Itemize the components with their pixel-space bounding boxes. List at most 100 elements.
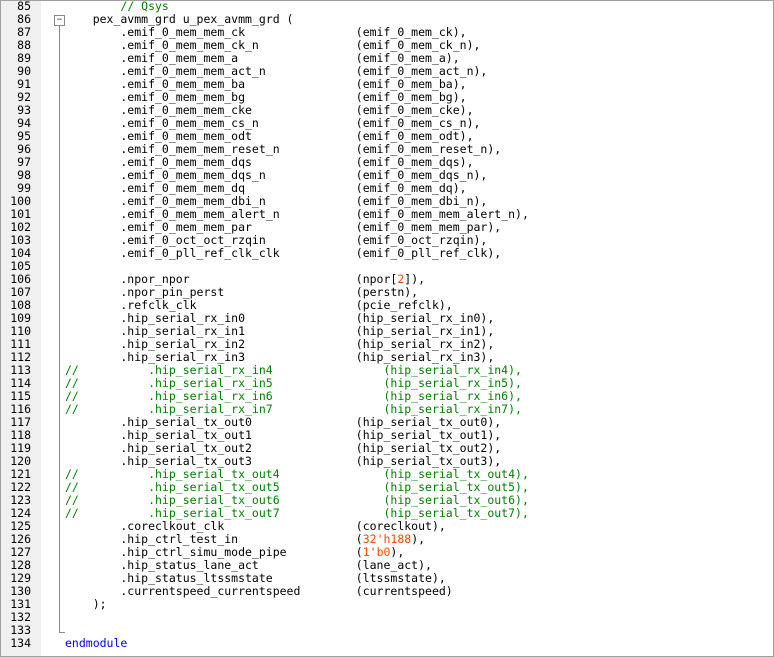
line-code[interactable]: .emif_0_mem_mem_ck_n (emif_0_mem_ck_n), [65,39,480,52]
fold-collapse-icon[interactable]: − [54,15,65,26]
line-code[interactable]: // .hip_serial_tx_out7 (hip_serial_tx_ou… [65,507,529,520]
code-line[interactable]: 107 .npor_pin_perst (perstn), [1,286,773,299]
code-line[interactable]: 119 .hip_serial_tx_out2 (hip_serial_tx_o… [1,442,773,455]
code-line[interactable]: 117 .hip_serial_tx_out0 (hip_serial_tx_o… [1,416,773,429]
code-line[interactable]: 109 .hip_serial_rx_in0 (hip_serial_rx_in… [1,312,773,325]
code-line[interactable]: 122// .hip_serial_tx_out5 (hip_serial_tx… [1,481,773,494]
code-line[interactable]: 125 .coreclkout_clk (coreclkout), [1,520,773,533]
line-code[interactable]: .emif_0_mem_mem_reset_n (emif_0_mem_rese… [65,143,501,156]
line-code[interactable]: .hip_serial_rx_in3 (hip_serial_rx_in3), [65,351,494,364]
code-line[interactable]: 121// .hip_serial_tx_out4 (hip_serial_tx… [1,468,773,481]
line-code[interactable]: .npor_pin_perst (perstn), [65,286,418,299]
code-line[interactable]: 88 .emif_0_mem_mem_ck_n (emif_0_mem_ck_n… [1,39,773,52]
line-code[interactable]: // .hip_serial_rx_in5 (hip_serial_rx_in5… [65,377,522,390]
line-code[interactable]: endmodule [65,637,127,650]
line-code[interactable]: .emif_0_mem_mem_dbi_n (emif_0_mem_dbi_n)… [65,195,487,208]
code-line[interactable]: 95 .emif_0_mem_mem_odt (emif_0_mem_odt), [1,130,773,143]
code-line[interactable]: 108 .refclk_clk (pcie_refclk), [1,299,773,312]
code-line[interactable]: 99 .emif_0_mem_mem_dq (emif_0_mem_dq), [1,182,773,195]
code-line[interactable]: 85 // Qsys [1,1,773,13]
line-code[interactable]: // .hip_serial_tx_out5 (hip_serial_tx_ou… [65,481,529,494]
line-code[interactable]: .emif_0_pll_ref_clk_clk (emif_0_pll_ref_… [65,247,501,260]
code-line[interactable]: 118 .hip_serial_tx_out1 (hip_serial_tx_o… [1,429,773,442]
code-line[interactable]: 89 .emif_0_mem_mem_a (emif_0_mem_a), [1,52,773,65]
line-code[interactable]: .emif_0_mem_mem_cs_n (emif_0_mem_cs_n), [65,117,480,130]
line-code[interactable]: .hip_status_ltssmstate (ltssmstate), [65,572,445,585]
line-code[interactable]: // .hip_serial_tx_out4 (hip_serial_tx_ou… [65,468,529,481]
line-code[interactable]: .emif_0_mem_mem_dqs (emif_0_mem_dqs), [65,156,473,169]
code-line[interactable]: 105 [1,260,773,273]
line-code[interactable]: .emif_0_mem_mem_odt (emif_0_mem_odt), [65,130,473,143]
line-code[interactable]: .emif_0_mem_mem_dq (emif_0_mem_dq), [65,182,466,195]
code-line[interactable]: 104 .emif_0_pll_ref_clk_clk (emif_0_pll_… [1,247,773,260]
line-code[interactable]: .hip_ctrl_simu_mode_pipe (1'b0), [65,546,404,559]
code-line[interactable]: 96 .emif_0_mem_mem_reset_n (emif_0_mem_r… [1,143,773,156]
line-code[interactable]: .coreclkout_clk (coreclkout), [65,520,445,533]
line-code[interactable]: .refclk_clk (pcie_refclk), [65,299,452,312]
code-line[interactable]: 120 .hip_serial_tx_out3 (hip_serial_tx_o… [1,455,773,468]
line-code[interactable]: // .hip_serial_rx_in7 (hip_serial_rx_in7… [65,403,522,416]
line-code[interactable]: .hip_serial_tx_out1 (hip_serial_tx_out1)… [65,429,501,442]
code-line[interactable]: 114// .hip_serial_rx_in5 (hip_serial_rx_… [1,377,773,390]
line-code[interactable]: // Qsys [65,1,168,13]
code-line[interactable]: 130 .currentspeed_currentspeed (currents… [1,585,773,598]
line-code[interactable]: .emif_0_mem_mem_cke (emif_0_mem_cke), [65,104,473,117]
code-line[interactable]: 87 .emif_0_mem_mem_ck (emif_0_mem_ck), [1,26,773,39]
code-line[interactable]: 90 .emif_0_mem_mem_act_n (emif_0_mem_act… [1,65,773,78]
code-line[interactable]: 102 .emif_0_mem_mem_par (emif_0_mem_mem_… [1,221,773,234]
code-line[interactable]: 98 .emif_0_mem_mem_dqs_n (emif_0_mem_dqs… [1,169,773,182]
line-code[interactable]: .emif_0_mem_mem_ba (emif_0_mem_ba), [65,78,466,91]
line-code[interactable]: .hip_serial_rx_in2 (hip_serial_rx_in2), [65,338,494,351]
code-line[interactable]: 86 pex_avmm_grd u_pex_avmm_grd ( [1,13,773,26]
code-line[interactable]: 92 .emif_0_mem_mem_bg (emif_0_mem_bg), [1,91,773,104]
line-code[interactable]: .emif_0_mem_mem_alert_n (emif_0_mem_mem_… [65,208,529,221]
code-line[interactable]: 93 .emif_0_mem_mem_cke (emif_0_mem_cke), [1,104,773,117]
code-line[interactable]: 127 .hip_ctrl_simu_mode_pipe (1'b0), [1,546,773,559]
code-line[interactable]: 106 .npor_npor (npor[2]), [1,273,773,286]
line-code[interactable]: .emif_0_mem_mem_ck (emif_0_mem_ck), [65,26,466,39]
code-line[interactable]: 116// .hip_serial_rx_in7 (hip_serial_rx_… [1,403,773,416]
code-line[interactable]: 101 .emif_0_mem_mem_alert_n (emif_0_mem_… [1,208,773,221]
code-line[interactable]: 132 [1,611,773,624]
line-code[interactable]: .hip_serial_rx_in1 (hip_serial_rx_in1), [65,325,494,338]
code-line[interactable]: 126 .hip_ctrl_test_in (32'h188), [1,533,773,546]
line-code[interactable]: .hip_status_lane_act (lane_act), [65,559,432,572]
code-line[interactable]: 110 .hip_serial_rx_in1 (hip_serial_rx_in… [1,325,773,338]
code-line[interactable]: 123// .hip_serial_tx_out6 (hip_serial_tx… [1,494,773,507]
line-code[interactable]: .emif_0_mem_mem_a (emif_0_mem_a), [65,52,459,65]
code-line[interactable]: 124// .hip_serial_tx_out7 (hip_serial_tx… [1,507,773,520]
line-code[interactable]: // .hip_serial_tx_out6 (hip_serial_tx_ou… [65,494,529,507]
line-code[interactable]: .hip_serial_tx_out3 (hip_serial_tx_out3)… [65,455,501,468]
line-code[interactable]: .emif_0_mem_mem_par (emif_0_mem_mem_par)… [65,221,501,234]
line-code[interactable]: ); [65,598,107,611]
line-code[interactable]: .emif_0_mem_mem_dqs_n (emif_0_mem_dqs_n)… [65,169,487,182]
code-line[interactable]: 129 .hip_status_ltssmstate (ltssmstate), [1,572,773,585]
code-line[interactable]: 115// .hip_serial_rx_in6 (hip_serial_rx_… [1,390,773,403]
line-code[interactable]: .hip_serial_tx_out0 (hip_serial_tx_out0)… [65,416,501,429]
line-code[interactable]: .currentspeed_currentspeed (currentspeed… [65,585,452,598]
code-line[interactable]: 131 ); [1,598,773,611]
line-code[interactable]: .emif_0_mem_mem_bg (emif_0_mem_bg), [65,91,466,104]
line-code[interactable]: .emif_0_oct_oct_rzqin (emif_0_oct_rzqin)… [65,234,487,247]
code-line[interactable]: 94 .emif_0_mem_mem_cs_n (emif_0_mem_cs_n… [1,117,773,130]
line-code[interactable]: .emif_0_mem_mem_act_n (emif_0_mem_act_n)… [65,65,487,78]
line-code[interactable]: // .hip_serial_rx_in6 (hip_serial_rx_in6… [65,390,522,403]
code-line[interactable]: 128 .hip_status_lane_act (lane_act), [1,559,773,572]
line-code[interactable]: // .hip_serial_rx_in4 (hip_serial_rx_in4… [65,364,522,377]
code-line[interactable]: 133 [1,624,773,637]
line-code[interactable]: .hip_serial_tx_out2 (hip_serial_tx_out2)… [65,442,501,455]
code-line[interactable]: 91 .emif_0_mem_mem_ba (emif_0_mem_ba), [1,78,773,91]
code-line[interactable]: 112 .hip_serial_rx_in3 (hip_serial_rx_in… [1,351,773,364]
code-line[interactable]: 113// .hip_serial_rx_in4 (hip_serial_rx_… [1,364,773,377]
code-line[interactable]: 100 .emif_0_mem_mem_dbi_n (emif_0_mem_db… [1,195,773,208]
line-code[interactable]: .hip_serial_rx_in0 (hip_serial_rx_in0), [65,312,494,325]
line-code[interactable]: .hip_ctrl_test_in (32'h188), [65,533,425,546]
code-line[interactable]: 103 .emif_0_oct_oct_rzqin (emif_0_oct_rz… [1,234,773,247]
line-code[interactable]: pex_avmm_grd u_pex_avmm_grd ( [65,13,294,26]
line-code[interactable]: .npor_npor (npor[2]), [65,273,425,286]
code-line[interactable]: 97 .emif_0_mem_mem_dqs (emif_0_mem_dqs), [1,156,773,169]
code-line[interactable]: 111 .hip_serial_rx_in2 (hip_serial_rx_in… [1,338,773,351]
